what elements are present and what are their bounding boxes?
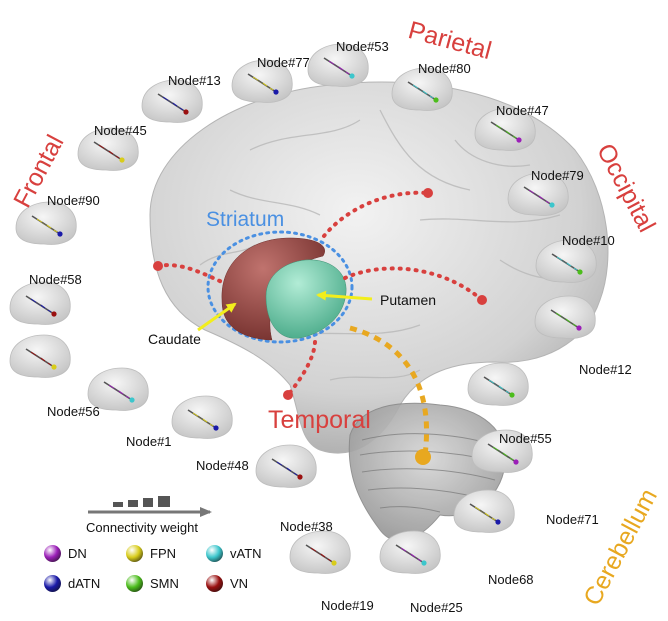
legend-label-fpn: FPN bbox=[150, 547, 176, 560]
node-brain bbox=[290, 531, 350, 573]
node-brain bbox=[10, 282, 70, 324]
caudate-label: Caudate bbox=[148, 332, 201, 346]
node-label: Node68 bbox=[488, 573, 534, 586]
node-label: Node#90 bbox=[47, 194, 100, 207]
node-dot bbox=[516, 137, 521, 142]
node-brain-shape bbox=[172, 396, 232, 438]
node-label: Node#1 bbox=[126, 435, 172, 448]
node-dot bbox=[433, 97, 438, 102]
node-dot bbox=[183, 109, 188, 114]
node-dot bbox=[549, 202, 554, 207]
temporal-label: Temporal bbox=[268, 408, 371, 433]
legend-swatch-datn bbox=[44, 575, 61, 592]
legend-label-smn: SMN bbox=[150, 577, 179, 590]
node-brain-shape bbox=[10, 282, 70, 324]
node-dot bbox=[349, 73, 354, 78]
node-label: Node#58 bbox=[29, 273, 82, 286]
legend-label-vn: VN bbox=[230, 577, 248, 590]
legend-swatch-dn bbox=[44, 545, 61, 562]
node-dot bbox=[57, 231, 62, 236]
striatum-label: Striatum bbox=[206, 209, 284, 230]
node-brain-shape bbox=[256, 445, 316, 487]
legend-label-dn: DN bbox=[68, 547, 87, 560]
node-label: Node#13 bbox=[168, 74, 221, 87]
node-dot bbox=[51, 364, 56, 369]
node-dot bbox=[576, 325, 581, 330]
node-brain bbox=[256, 445, 316, 487]
node-label: Node#19 bbox=[321, 599, 374, 612]
node-label: Node#48 bbox=[196, 459, 249, 472]
legend-swatch-fpn bbox=[126, 545, 143, 562]
connectivity-weight-label: Connectivity weight bbox=[86, 521, 198, 534]
node-brain-shape bbox=[290, 531, 350, 573]
legend-swatch-vn bbox=[206, 575, 223, 592]
node-label: Node#53 bbox=[336, 40, 389, 53]
node-dot bbox=[577, 269, 582, 274]
node-dot bbox=[297, 474, 302, 479]
node-dot bbox=[331, 560, 336, 565]
legend-swatch-smn bbox=[126, 575, 143, 592]
node-brain bbox=[10, 335, 70, 377]
node-label: Node#77 bbox=[257, 56, 310, 69]
node-label: Node#79 bbox=[531, 169, 584, 182]
node-brain-shape bbox=[468, 363, 528, 405]
node-label: Node#38 bbox=[280, 520, 333, 533]
node-label: Node#80 bbox=[418, 62, 471, 75]
node-dot bbox=[213, 425, 218, 430]
node-label: Node#45 bbox=[94, 124, 147, 137]
node-dot bbox=[509, 392, 514, 397]
putamen-label: Putamen bbox=[380, 293, 436, 307]
node-brain bbox=[172, 396, 232, 438]
legend-label-datn: dATN bbox=[68, 577, 100, 590]
node-label: Node#55 bbox=[499, 432, 552, 445]
node-label: Node#71 bbox=[546, 513, 599, 526]
node-brain-shape bbox=[10, 335, 70, 377]
weight-bars bbox=[113, 496, 170, 507]
node-dot bbox=[119, 157, 124, 162]
node-dot bbox=[51, 311, 56, 316]
legend-label-vatn: vATN bbox=[230, 547, 262, 560]
node-dot bbox=[513, 459, 518, 464]
cerebellum-dot bbox=[415, 449, 431, 465]
node-label: Node#47 bbox=[496, 104, 549, 117]
node-label: Node#25 bbox=[410, 601, 463, 614]
node-dot bbox=[273, 89, 278, 94]
node-dot bbox=[495, 519, 500, 524]
node-label: Node#12 bbox=[579, 363, 632, 376]
node-dot bbox=[129, 397, 134, 402]
legend-swatch-vatn bbox=[206, 545, 223, 562]
node-label: Node#56 bbox=[47, 405, 100, 418]
node-brain bbox=[468, 363, 528, 405]
node-dot bbox=[421, 560, 426, 565]
node-label: Node#10 bbox=[562, 234, 615, 247]
